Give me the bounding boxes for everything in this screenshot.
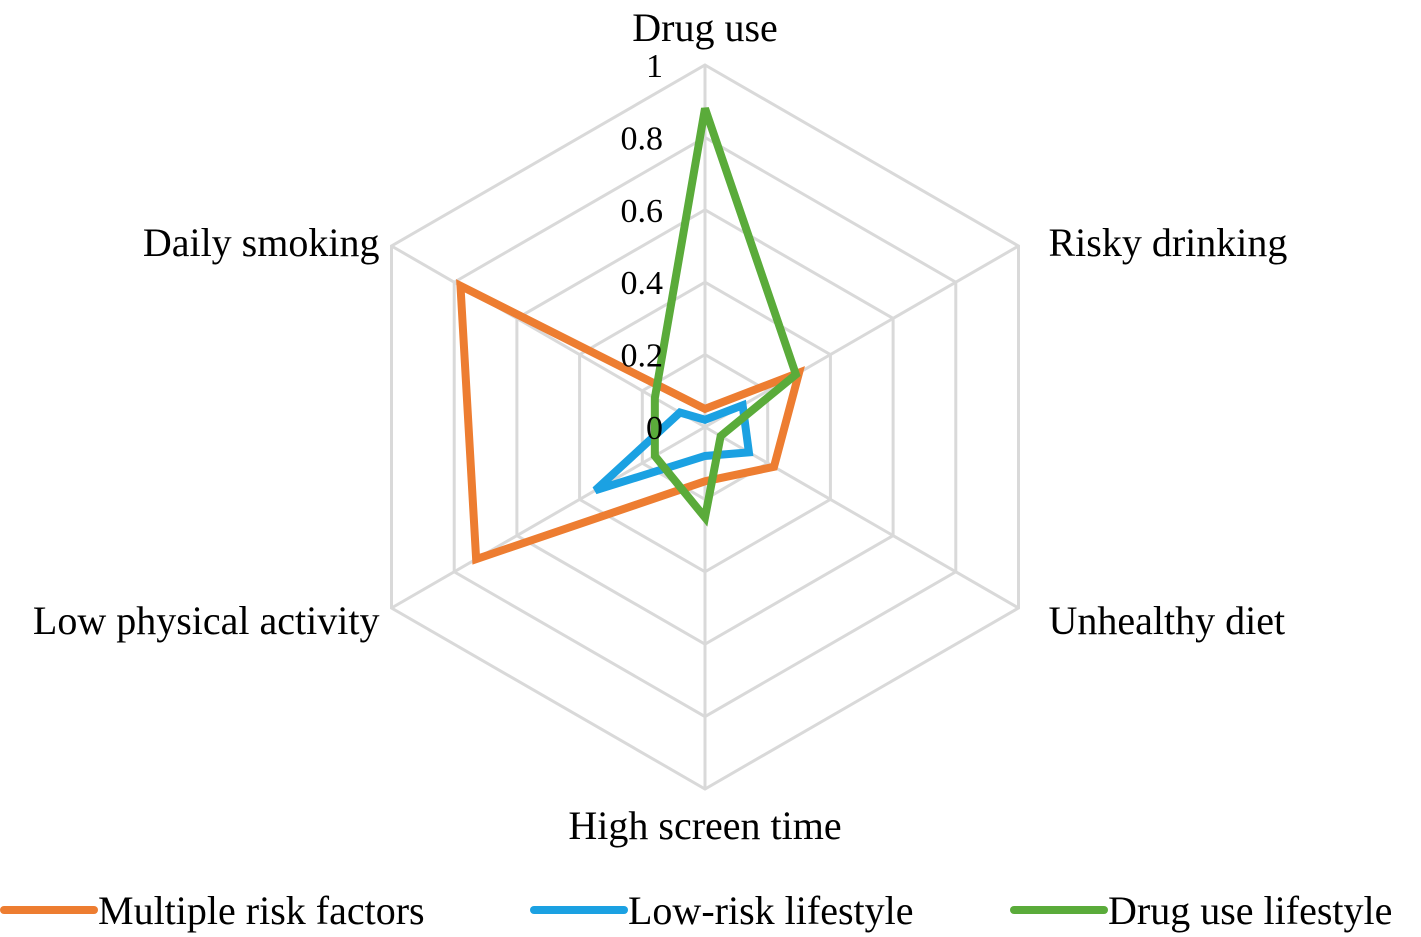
tick-label: 0.2 xyxy=(621,338,664,375)
axis-label-unhealthy-diet: Unhealthy diet xyxy=(1049,598,1286,643)
legend-label: Drug use lifestyle xyxy=(1108,888,1392,933)
tick-label: 0 xyxy=(646,410,663,447)
tick-label: 0.8 xyxy=(621,120,664,157)
axis-spoke xyxy=(704,425,1020,610)
series-low-risk-lifestyle xyxy=(592,399,754,495)
legend-item-drug-use-lifestyle: Drug use lifestyle xyxy=(1010,888,1392,933)
tick-label: 0.6 xyxy=(621,193,664,230)
series-layer xyxy=(456,107,805,565)
axis-label-high-screen-time: High screen time xyxy=(568,803,841,848)
series-drug-use-lifestyle xyxy=(650,107,801,527)
legend-label: Low-risk lifestyle xyxy=(628,888,914,933)
axis-label-low-physical-activity: Low physical activity xyxy=(33,598,380,643)
axis-label-daily-smoking: Daily smoking xyxy=(143,220,380,265)
tick-layer: 0 0.2 0.4 0.6 0.8 1 xyxy=(621,48,664,447)
axis-label-drug-use: Drug use xyxy=(632,5,778,50)
tick-label: 0.4 xyxy=(621,265,664,302)
axis-label-risky-drinking: Risky drinking xyxy=(1049,220,1288,265)
legend: Multiple risk factors Low-risk lifestyle D… xyxy=(0,888,1392,933)
legend-label: Multiple risk factors xyxy=(98,888,425,933)
legend-item-low-risk-lifestyle: Low-risk lifestyle xyxy=(530,888,914,933)
tick-label: 1 xyxy=(646,48,663,85)
grid-layer xyxy=(389,63,1021,791)
legend-item-multiple-risk-factors: Multiple risk factors xyxy=(0,888,425,933)
axis-spoke xyxy=(704,244,1020,429)
